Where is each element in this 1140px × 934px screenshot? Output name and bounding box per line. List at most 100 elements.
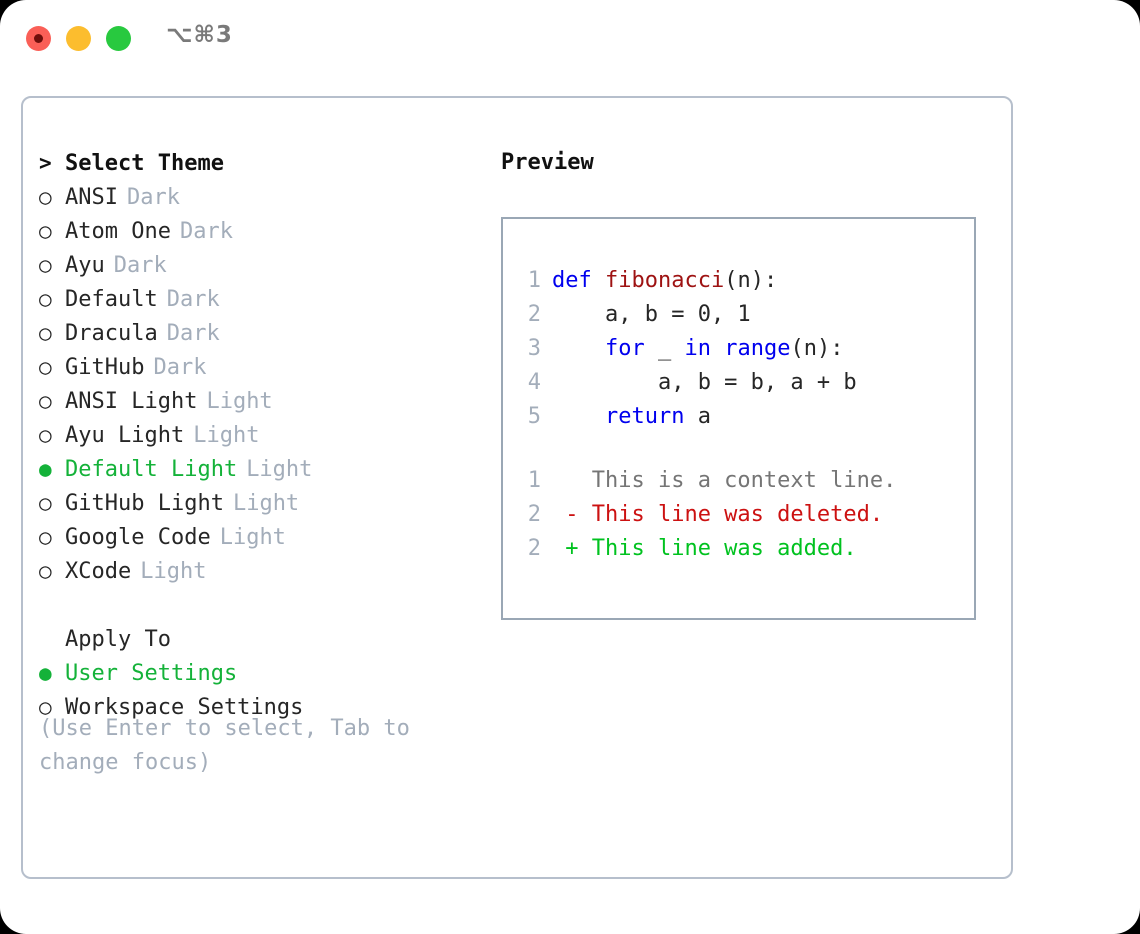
apply-to-item[interactable]: ○ Workspace Settings [39, 690, 479, 724]
theme-name: ANSI [65, 185, 118, 210]
keyboard-shortcut-label: ⌥⌘3 [166, 22, 233, 48]
preview-title: Preview [501, 150, 594, 175]
diff-line: 2 + This line was added. [519, 532, 896, 566]
apply-to-header: Apply To [39, 622, 479, 656]
theme-list-item[interactable]: ○ GitHub Light Light [39, 486, 479, 520]
code-token: in [684, 336, 711, 361]
apply-to-option-label: Workspace Settings [65, 695, 304, 720]
code-token: def [552, 268, 605, 293]
radio-unselected-icon: ○ [39, 355, 52, 379]
theme-variant-badge: Dark [126, 185, 180, 210]
theme-variant-badge: Light [140, 559, 207, 584]
code-line: 5 return a [519, 400, 896, 434]
line-number: 2 [527, 536, 541, 561]
theme-list-item[interactable]: ○ ANSI Light Light [39, 384, 479, 418]
select-theme-header: > Select Theme [39, 146, 479, 180]
line-number: 2 [527, 302, 541, 327]
code-token: a, b = b, a + b [552, 370, 857, 395]
theme-variant-badge: Light [206, 389, 273, 414]
code-token [552, 404, 605, 429]
code-token [552, 336, 605, 361]
prompt-caret-icon: > [39, 151, 52, 175]
radio-unselected-icon: ○ [39, 253, 52, 277]
code-line: 4 a, b = b, a + b [519, 366, 896, 400]
line-number: 1 [527, 468, 541, 493]
code-token: range [724, 336, 791, 361]
radio-unselected-icon: ○ [39, 695, 52, 719]
theme-variant-badge: Dark [113, 253, 167, 278]
theme-name: Default [65, 287, 158, 312]
code-token: a, b = 0, 1 [552, 302, 751, 327]
radio-unselected-icon: ○ [39, 287, 52, 311]
diff-line: 2 - This line was deleted. [519, 498, 896, 532]
theme-name: GitHub Light [65, 491, 224, 516]
line-number: 3 [527, 336, 541, 361]
theme-name: Dracula [65, 321, 158, 346]
code-token: for [604, 336, 645, 361]
diff-text: + This line was added. [552, 536, 857, 561]
apply-to-label: Apply To [65, 627, 171, 652]
code-diff-separator [519, 434, 896, 464]
theme-name: Default Light [65, 457, 238, 482]
select-theme-label: Select Theme [65, 151, 224, 176]
theme-list-item[interactable]: ○ Ayu Light Light [39, 418, 479, 452]
apply-to-item[interactable]: ●User Settings [39, 656, 479, 690]
theme-variant-badge: Dark [153, 355, 207, 380]
theme-list-item[interactable]: ○ Ayu Dark [39, 248, 479, 282]
radio-unselected-icon: ○ [39, 423, 52, 447]
minimize-button-icon[interactable] [66, 26, 91, 51]
apply-to-list: ●User Settings ○ Workspace Settings [39, 656, 479, 724]
radio-unselected-icon: ○ [39, 525, 52, 549]
section-spacer [39, 588, 479, 622]
code-token [711, 336, 724, 361]
radio-unselected-icon: ○ [39, 219, 52, 243]
theme-list-item[interactable]: ○ Dracula Dark [39, 316, 479, 350]
diff-text: - This line was deleted. [552, 502, 884, 527]
code-line: 2 a, b = 0, 1 [519, 298, 896, 332]
zoom-button-icon[interactable] [106, 26, 131, 51]
theme-variant-badge: Dark [179, 219, 233, 244]
radio-unselected-icon: ○ [39, 389, 52, 413]
theme-list-item[interactable]: ○ Default Dark [39, 282, 479, 316]
code-token: fibonacci [604, 268, 725, 293]
radio-unselected-icon: ○ [39, 321, 52, 345]
code-line: 3 for _ in range(n): [519, 332, 896, 366]
diff-line: 1 This is a context line. [519, 464, 897, 498]
line-number: 5 [527, 404, 541, 429]
theme-variant-badge: Dark [166, 321, 220, 346]
theme-name: Google Code [65, 525, 211, 550]
radio-unselected-icon: ○ [39, 491, 52, 515]
theme-variant-badge: Light [246, 457, 313, 482]
code-token: a [684, 404, 711, 429]
keyboard-hint-text: (Use Enter to select, Tab to change focu… [39, 716, 410, 775]
close-button-icon[interactable] [26, 26, 51, 51]
theme-name: Ayu [65, 253, 105, 278]
code-token: (n): [724, 268, 778, 293]
radio-unselected-icon: ○ [39, 185, 52, 209]
code-token: (n): [790, 336, 844, 361]
line-number: 4 [527, 370, 541, 395]
apply-to-marker-icon [39, 622, 65, 656]
diff-text: This is a context line. [552, 468, 897, 493]
code-token: _ [644, 336, 685, 361]
code-token: return [604, 404, 685, 429]
theme-list-item[interactable]: ○ ANSI Dark [39, 180, 479, 214]
theme-name: ANSI Light [65, 389, 198, 414]
theme-variant-badge: Dark [166, 287, 220, 312]
theme-variant-badge: Light [232, 491, 300, 516]
theme-name: Ayu Light [65, 423, 185, 448]
radio-unselected-icon: ○ [39, 559, 52, 583]
theme-variant-badge: Light [193, 423, 260, 448]
